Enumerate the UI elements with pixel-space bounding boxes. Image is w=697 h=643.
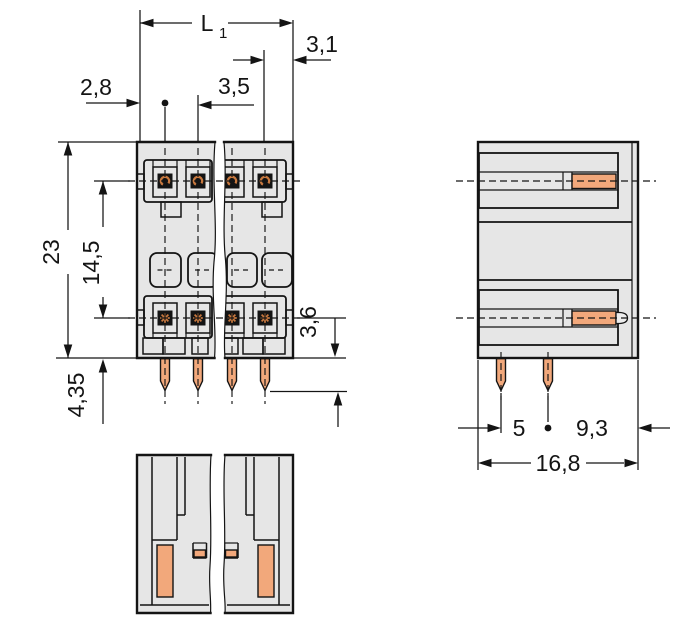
front-solder-pins [159, 358, 271, 392]
dim-label: 5 [513, 415, 526, 441]
dimension-contact-row-spacing: 14,5 [78, 180, 130, 319]
dim-label: 9,3 [576, 415, 608, 441]
front-view [128, 140, 303, 404]
dim-label: 16,8 [536, 450, 581, 476]
bottom-right-details [223, 457, 290, 606]
bottom-notch-contact [193, 549, 207, 558]
dim-label-l1-sub: 1 [219, 25, 227, 42]
dim-label: 2,8 [80, 74, 112, 100]
dimension-left-edge-offset: 2,8 [80, 74, 140, 108]
break-line [208, 454, 212, 614]
bottom-contact-strip [257, 544, 275, 598]
dimension-total-depth: 16,8 [478, 450, 638, 476]
dimension-total-height: 23 [38, 141, 137, 359]
break-line [212, 141, 216, 359]
break-line [223, 454, 226, 614]
break-gap [209, 455, 226, 613]
bottom-contact-strip [156, 544, 174, 598]
datum-dot [544, 424, 552, 432]
dimension-l1: L 1 [140, 10, 293, 42]
dimension-pole-pitch: 3,5 [198, 73, 254, 110]
dim-label: 14,5 [78, 241, 104, 286]
bottom-notch-contact [224, 549, 238, 558]
dimension-right-edge-offset: 3,1 [233, 31, 338, 65]
front-body-right-half [224, 142, 293, 358]
bottom-body-right-half [223, 455, 293, 613]
front-centerlines [128, 148, 303, 404]
front-body-left-half [137, 142, 216, 358]
dim-label: 3,1 [306, 31, 338, 57]
break-gap [213, 142, 227, 358]
dim-label: 23 [38, 239, 64, 265]
dimension-lower-row-to-bottom: 3,6 [293, 306, 346, 359]
dimension-pin-length: 4,35 [63, 359, 347, 427]
dimension-annotations: L 1 3,1 2,8 3,5 23 [38, 10, 670, 476]
dim-label: 3,5 [218, 73, 250, 99]
datum-dot [161, 99, 169, 107]
bottom-body-left-half [137, 455, 211, 613]
side-centerlines [456, 180, 656, 400]
side-solder-pins [495, 358, 554, 392]
side-view [456, 140, 656, 400]
dimension-side-pin-positions: 5 9,3 [458, 360, 670, 470]
bottom-left-details [140, 457, 209, 606]
bottom-view [135, 453, 295, 615]
dim-label: 3,6 [295, 306, 321, 338]
dim-label: 4,35 [63, 373, 89, 418]
break-line [223, 141, 227, 359]
dim-label-l1: L [201, 10, 214, 36]
